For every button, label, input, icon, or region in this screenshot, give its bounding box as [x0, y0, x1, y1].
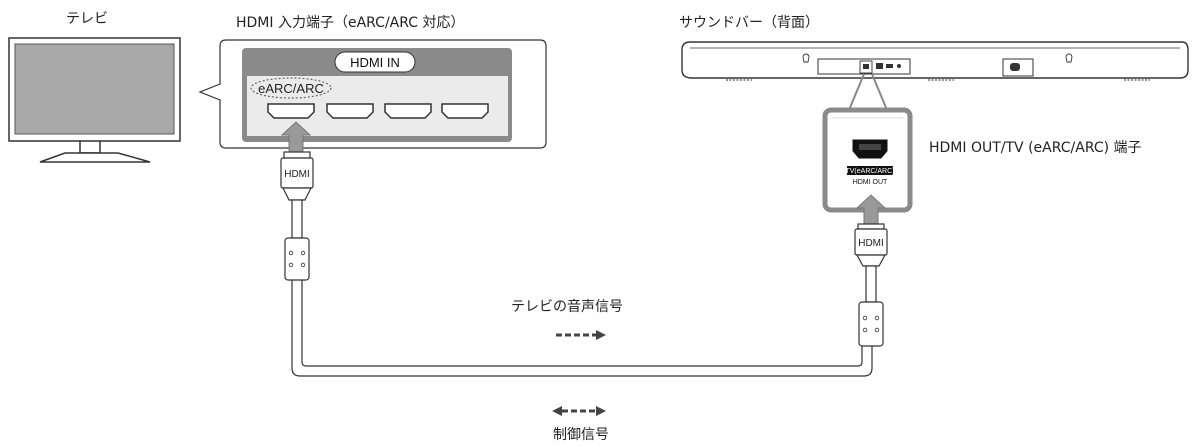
earc-arc-label: eARC/ARC	[258, 81, 324, 96]
tv-label: テレビ	[66, 11, 108, 27]
hdmi-input-label: HDMI 入力端子（eARC/ARC 対応）	[236, 15, 465, 31]
hdmi-in-badge: HDMI IN	[350, 55, 400, 70]
tv-hdmi-plug: HDMI	[280, 151, 314, 281]
port-label-2: HDMI OUT	[853, 179, 888, 186]
soundbar-label: サウンドバー（背面）	[679, 15, 819, 31]
audio-signal-label: テレビの音声信号	[511, 299, 623, 315]
tv-plug-label: HDMI	[284, 169, 310, 180]
soundbar-hdmi-plug: HDMI	[854, 223, 888, 347]
soundbar-port-detail: TV(eARC/ARC) HDMI OUT	[822, 107, 913, 213]
control-signal-arrow	[552, 406, 606, 416]
control-signal-label: 制御信号	[553, 427, 609, 443]
soundbar-illustration	[681, 41, 1189, 81]
port-label-1: TV(eARC/ARC)	[845, 168, 894, 175]
bar-plug-label: HDMI	[858, 238, 884, 249]
audio-signal-arrow	[556, 330, 606, 340]
hdmi-out-port-label: HDMI OUT/TV (eARC/ARC) 端子	[929, 140, 1142, 156]
hdmi-input-callout: HDMI IN eARC/ARC	[198, 39, 547, 149]
tv-illustration	[8, 37, 181, 163]
